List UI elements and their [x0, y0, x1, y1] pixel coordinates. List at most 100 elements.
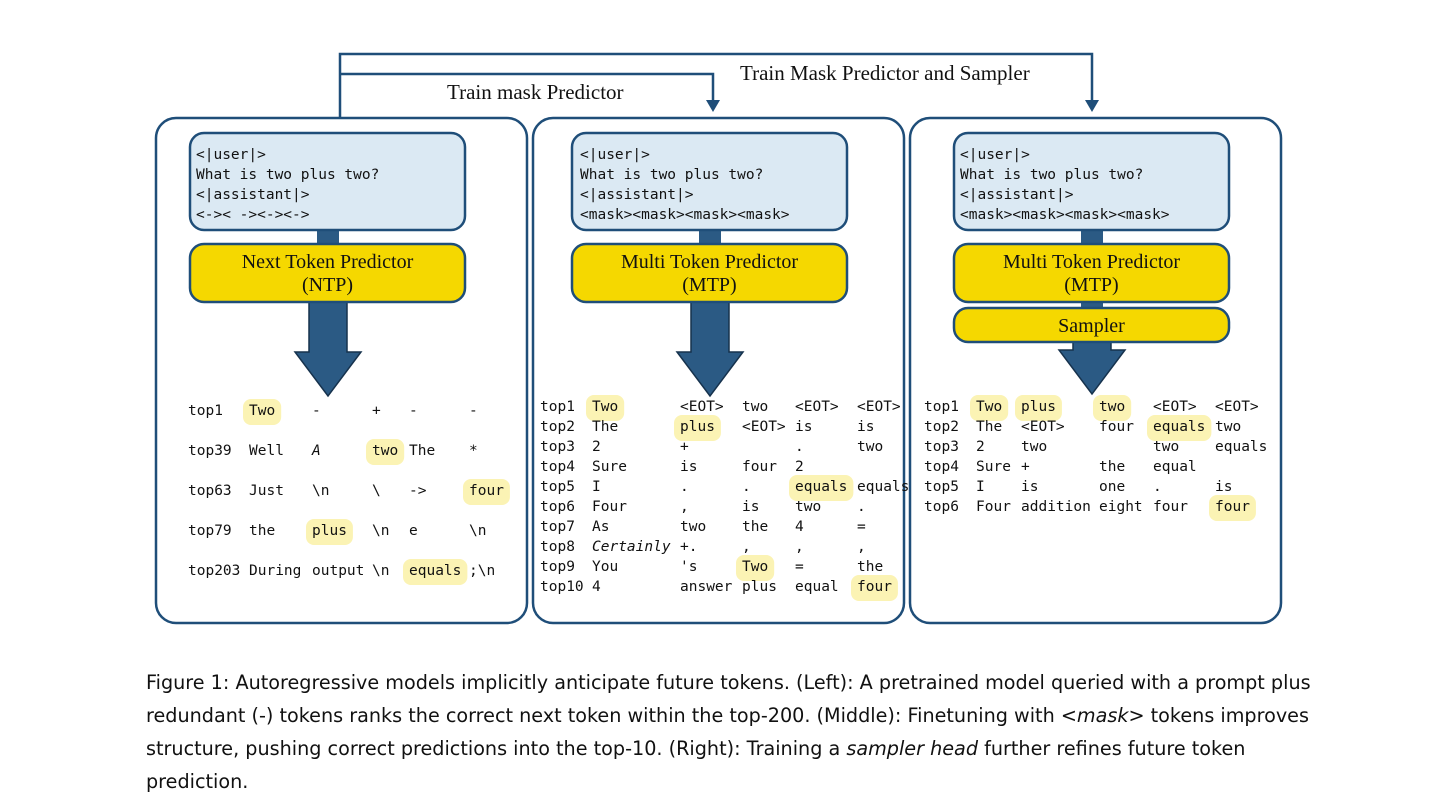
token-cell: two	[1153, 439, 1179, 455]
token-cell: Just	[249, 483, 284, 499]
token-cell: two	[1021, 439, 1047, 455]
rank-label: top203	[188, 563, 240, 579]
token-cell: .	[795, 439, 804, 455]
highlight-marker	[403, 559, 468, 585]
highlight-marker	[586, 395, 625, 421]
token-cell: is	[1215, 479, 1232, 495]
token-cell: is	[1021, 479, 1038, 495]
token-cell: ,	[795, 539, 804, 555]
token-cell: =	[795, 559, 804, 575]
prompt-box: <|user|>What is two plus two?<|assistant…	[570, 131, 849, 232]
token-cell: equals	[857, 479, 909, 495]
highlight-marker	[736, 555, 775, 581]
token-cell: <EOT>	[795, 399, 839, 415]
token-cell: \n	[312, 483, 329, 499]
token-cell: ;\n	[469, 563, 495, 579]
token-cell: <EOT>	[1021, 419, 1065, 435]
token-cell: e	[409, 523, 418, 539]
prompt-line: <|assistant|>	[580, 187, 694, 203]
highlight-marker	[243, 399, 282, 425]
panel-right-frame	[908, 116, 1283, 625]
token-cell: +	[372, 403, 381, 419]
highlight-marker	[789, 475, 854, 501]
prompt-line: What is two plus two?	[580, 167, 763, 183]
token-cell: -	[312, 403, 321, 419]
rank-label: top7	[540, 519, 575, 535]
token-cell: ,	[857, 539, 866, 555]
token-cell: Four	[592, 499, 627, 515]
predictor-box: Next Token Predictor(NTP)	[188, 242, 467, 304]
token-cell: A	[311, 443, 321, 459]
token-cell: 2	[795, 459, 804, 475]
token-cell: -	[469, 403, 478, 419]
panel-left-frame	[154, 116, 529, 625]
rank-label: top1	[188, 403, 223, 419]
token-cell: two	[680, 519, 706, 535]
predictor-name: Next Token Predictor	[242, 251, 414, 273]
token-cell: is	[742, 499, 759, 515]
highlight-marker	[1015, 395, 1062, 421]
highlight-marker	[1093, 395, 1132, 421]
token-cell: equal	[795, 579, 839, 595]
rank-label: top3	[540, 439, 575, 455]
panel-middle: <|user|>What is two plus two?<|assistant…	[540, 131, 909, 601]
token-cell: the	[249, 523, 275, 539]
predictor-name: Multi Token Predictor	[621, 251, 798, 273]
token-cell: Two	[592, 399, 618, 415]
token-cell: ,	[680, 499, 689, 515]
token-cell: =	[857, 519, 866, 535]
token-cell: \n	[372, 523, 389, 539]
prompt-box: <|user|>What is two plus two?<|assistant…	[188, 131, 467, 232]
token-cell: 's	[680, 559, 697, 575]
arrowhead-right	[1085, 100, 1099, 112]
highlight-marker	[674, 415, 721, 441]
token-cell: 4	[592, 579, 601, 595]
token-cell: +	[680, 439, 689, 455]
connector-line-inner	[340, 72, 715, 104]
prompt-line: <|assistant|>	[196, 187, 310, 203]
diagram: Train mask Predictor Train Mask Predicto…	[154, 52, 1283, 625]
token-cell: four	[1099, 419, 1134, 435]
token-cell: You	[592, 559, 618, 575]
predictor-box: Multi Token Predictor(MTP)	[952, 242, 1231, 304]
rank-label: top3	[924, 439, 959, 455]
token-cell: As	[592, 519, 609, 535]
token-cell: plus	[312, 523, 347, 539]
caption-mask-term: <mask>	[1060, 704, 1145, 727]
token-cell: two	[372, 443, 398, 459]
down-arrow-icon	[293, 301, 363, 398]
rank-label: top2	[924, 419, 959, 435]
token-cell: \n	[372, 563, 389, 579]
rank-label: top4	[924, 459, 959, 475]
token-cell: 2	[592, 439, 601, 455]
token-cell: plus	[1021, 399, 1056, 415]
token-cell: plus	[680, 419, 715, 435]
arrowhead-middle	[706, 100, 720, 112]
token-cell: The	[409, 443, 435, 459]
prompt-line: What is two plus two?	[960, 167, 1143, 183]
panel-right: <|user|>What is two plus two?<|assistant…	[924, 131, 1267, 521]
token-cell: I	[976, 479, 985, 495]
down-arrow-icon	[1057, 341, 1127, 396]
token-cell: equal	[1153, 459, 1197, 475]
panel-left: <|user|>What is two plus two?<|assistant…	[188, 131, 510, 585]
predictor-name: Multi Token Predictor	[1003, 251, 1180, 273]
prompt-line: <|user|>	[196, 147, 266, 163]
token-cell: +	[1021, 459, 1030, 475]
token-cell: I	[592, 479, 601, 495]
token-cell: Four	[976, 499, 1011, 515]
caption-part-1: Figure 1: Autoregressive models implicit…	[146, 671, 1311, 727]
token-cell: two	[1099, 399, 1125, 415]
token-cell: Two	[742, 559, 768, 575]
training-connectors	[338, 52, 1094, 118]
token-cell: Sure	[976, 459, 1011, 475]
token-cell: the	[857, 559, 883, 575]
token-cell: .	[742, 479, 751, 495]
prompt-line: <mask><mask><mask><mask>	[960, 207, 1170, 223]
panels-layer: <|user|> What is two plus two? <|assistant…	[188, 131, 1267, 601]
prompt-line: <->< -><-><->	[196, 207, 310, 223]
token-cell: <EOT>	[857, 399, 901, 415]
token-cell: The	[976, 419, 1002, 435]
predictor-box: Multi Token Predictor(MTP)	[570, 242, 849, 304]
